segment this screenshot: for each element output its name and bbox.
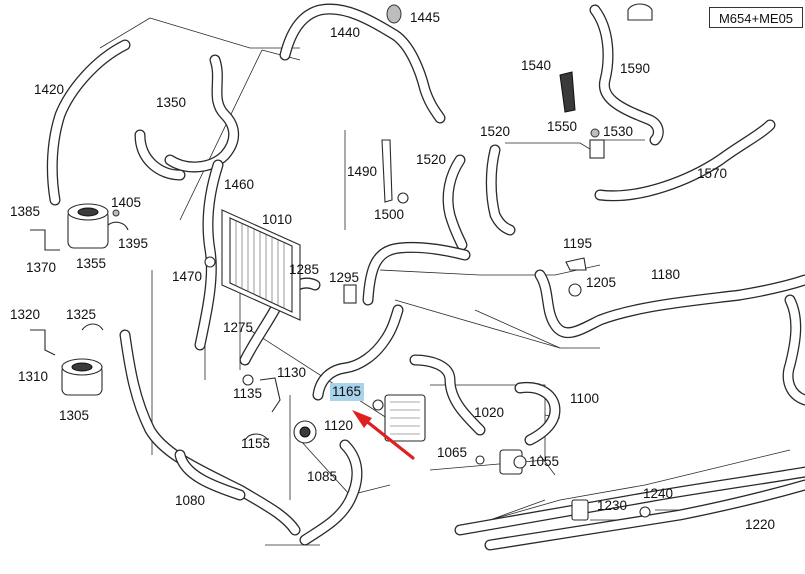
label-1520-right: 1520 [480,124,510,139]
clamp-1395 [107,221,129,231]
label-1530: 1530 [603,124,633,139]
part-1500 [397,192,409,204]
red-arrow-icon [352,410,415,460]
radiator-1010 [221,209,301,321]
part-top-right [627,3,653,21]
valve-1530 [589,139,605,159]
label-1320: 1320 [10,307,40,322]
label-1130: 1130 [277,365,306,380]
label-1230: 1230 [597,498,627,513]
label-1275: 1275 [223,320,253,335]
label-1520-left: 1520 [416,152,446,167]
label-1080: 1080 [175,493,205,508]
part-1195 [565,257,587,271]
label-1295: 1295 [329,270,359,285]
label-1325: 1325 [66,307,96,322]
label-1460: 1460 [224,177,254,192]
label-1010: 1010 [262,212,292,227]
label-1120: 1120 [324,418,353,433]
label-1370: 1370 [26,260,56,275]
label-1020: 1020 [474,405,504,420]
highlighted-part-1165[interactable]: 1165 [330,383,364,401]
label-1470: 1470 [172,269,202,284]
label-1310: 1310 [18,369,48,384]
label-1055: 1055 [529,454,559,469]
label-1305: 1305 [59,408,89,423]
label-1100: 1100 [570,391,599,406]
part-1470 [204,256,216,268]
label-1165[interactable]: 1165 [332,384,362,399]
label-1420: 1420 [34,82,64,97]
clamp-1325 [81,323,104,331]
label-1155: 1155 [241,436,270,451]
components [30,3,653,521]
part-1445-cap [386,4,402,24]
part-1205 [568,283,582,297]
label-1445: 1445 [410,10,440,25]
bracket-1130 [259,377,281,413]
label-1385: 1385 [10,204,40,219]
part-1055 [499,449,527,475]
label-1500: 1500 [374,207,404,222]
label-1065: 1065 [437,445,467,460]
label-1405: 1405 [111,195,141,210]
label-1540: 1540 [521,58,551,73]
bracket-1540 [559,71,576,113]
pump-1355 [67,203,109,249]
bolt-1405 [112,209,120,217]
label-1180: 1180 [651,267,680,282]
label-1240: 1240 [643,486,673,501]
clip-1155 [244,433,269,441]
label-1195: 1195 [563,236,592,251]
oil-cooler [372,394,426,442]
label-1285: 1285 [289,262,319,277]
part-1295 [343,284,357,304]
model-code: M654+ME05 [718,11,794,26]
part-labels: 1445 1440 1420 1350 1540 1590 1550 1530 … [10,10,775,532]
label-1570: 1570 [697,166,727,181]
bracket-1370 [30,229,60,251]
bracket-1310 [30,329,56,356]
label-1085: 1085 [307,469,337,484]
label-1355: 1355 [76,256,106,271]
label-1590: 1590 [620,61,650,76]
part-1135 [242,374,254,386]
label-1550: 1550 [547,119,577,134]
model-code-box: M654+ME05 [709,7,803,28]
part-1230 [571,499,589,521]
hoses [46,3,805,551]
bracket-1490 [381,139,393,203]
label-1135: 1135 [233,386,262,401]
part-1065 [475,455,485,465]
label-1440: 1440 [330,25,360,40]
pump-1305 [61,358,103,396]
label-1490: 1490 [347,164,377,179]
part-1550 [590,128,600,138]
label-1395: 1395 [118,236,148,251]
label-1220: 1220 [745,517,775,532]
label-1205: 1205 [586,275,616,290]
label-1350: 1350 [156,95,186,110]
part-1240 [639,506,651,518]
